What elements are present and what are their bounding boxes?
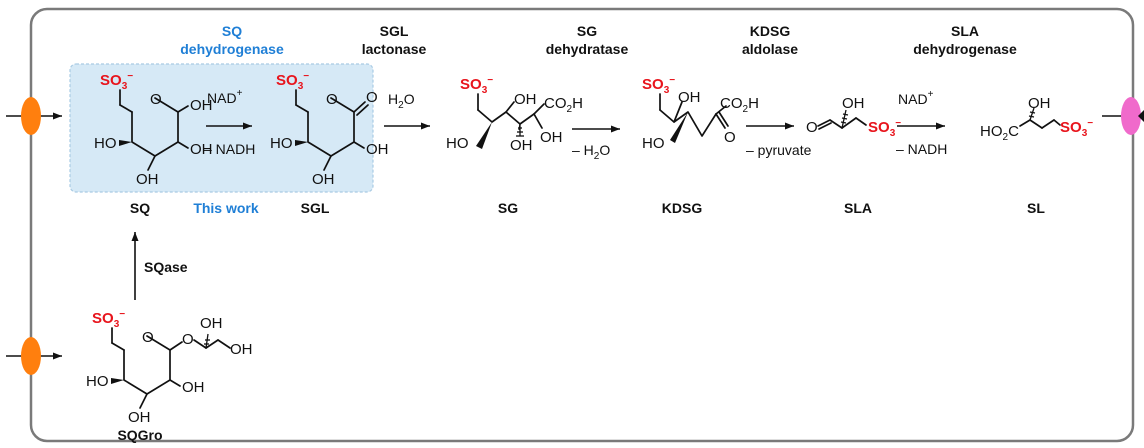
sgl-ho-c4: HO (270, 135, 293, 152)
sq-oh-anomeric: OH (190, 97, 213, 114)
sq-ho-c4: HO (94, 135, 117, 152)
sq-oh-c3: OH (136, 171, 159, 188)
sgl-carbonyl-oxygen: O (366, 89, 378, 106)
compound-sl: SL (1027, 200, 1045, 216)
compound-sg: SG (498, 200, 518, 216)
structure-sqgro: SO3− O O OH OH OH OH HO (86, 309, 253, 426)
enzyme-sgl-lactonase-line1: SGL (380, 23, 409, 39)
kdsg-carboxyl: CO2H (720, 95, 759, 115)
compound-sgl: SGL (301, 200, 330, 216)
enzyme-sla-dehydrogenase-line1: SLA (951, 23, 979, 39)
enzyme-sg-dehydratase-line1: SG (577, 23, 597, 39)
structure-sgl: SO3− O O OH OH HO (270, 71, 389, 188)
cond-h2o-in: H2O (388, 91, 415, 111)
sqgro-oh-c2: OH (182, 379, 205, 396)
sqgro-glycerol-terminal-oh: OH (230, 341, 253, 358)
sqgro-glycosidic-oxygen: O (182, 331, 194, 348)
cond-h2o-out: – H2O (572, 142, 610, 162)
cond-nad-2: NAD+ (898, 89, 934, 107)
structure-kdsg: SO3− OH CO2H O HO (642, 75, 759, 152)
compound-sla: SLA (844, 200, 872, 216)
sg-oh-c2: OH (540, 129, 563, 146)
sq-ring-oxygen: O (150, 91, 162, 108)
sl-sulfonate: SO3− (1060, 118, 1093, 139)
sl-ho2c: HO2C (980, 123, 1019, 143)
sqgro-import-transporter (6, 337, 62, 375)
cond-pyruvate-out: – pyruvate (746, 142, 812, 158)
sg-oh-bottom: OH (510, 137, 533, 154)
structure-sg: SO3− OH CO2H OH HO OH (446, 75, 583, 154)
enzyme-sg-dehydratase-line2: dehydratase (546, 41, 629, 57)
compound-sq: SQ (130, 200, 150, 216)
enzyme-sq-dehydrogenase-line1: SQ (222, 23, 242, 39)
sq-import-transporter (6, 97, 62, 135)
cond-nad-1: NAD+ (207, 88, 243, 106)
this-work-label: This work (193, 200, 259, 216)
sqgro-glycerol-oh: OH (200, 315, 223, 332)
sl-export-transporter (1102, 97, 1144, 135)
structure-sl: HO2C OH SO3− (980, 95, 1093, 143)
sgl-oh-c2: OH (366, 141, 389, 158)
sg-sulfonate: SO3− (460, 75, 493, 96)
sla-aldehyde-oxygen: O (806, 119, 818, 136)
sqgro-ring-oxygen: O (142, 329, 154, 346)
enzyme-sqase: SQase (144, 259, 188, 275)
sgl-oh-c3: OH (312, 171, 335, 188)
compound-sqgro: SQGro (117, 427, 162, 443)
sg-ho-left: HO (446, 135, 469, 152)
this-work-highlight (69, 63, 374, 193)
kdsg-sulfonate: SO3− (642, 75, 675, 96)
sqgro-ho-c4: HO (86, 373, 109, 390)
sla-sulfonate: SO3− (868, 118, 901, 139)
sgl-ring-oxygen: O (326, 91, 338, 108)
sla-oh: OH (842, 95, 865, 112)
sg-oh-top: OH (514, 91, 537, 108)
enzyme-sgl-lactonase-line2: lactonase (362, 41, 427, 57)
compound-kdsg: KDSG (662, 200, 703, 216)
cell-membrane (29, 7, 1135, 443)
structure-sla: O OH SO3− (806, 95, 901, 139)
sg-carboxyl: CO2H (544, 95, 583, 115)
sq-oh-c2: OH (190, 141, 213, 158)
enzyme-sla-dehydrogenase-line2: dehydrogenase (913, 41, 1017, 57)
sl-oh: OH (1028, 95, 1051, 112)
cond-nadh-2: – NADH (896, 141, 947, 157)
enzyme-kdsg-aldolase-line2: aldolase (742, 41, 798, 57)
cond-nadh-1: – NADH (204, 141, 255, 157)
enzyme-kdsg-aldolase-line1: KDSG (750, 23, 791, 39)
kdsg-keto-oxygen: O (724, 129, 736, 146)
sqgro-oh-c3: OH (128, 409, 151, 426)
enzyme-sq-dehydrogenase-line2: dehydrogenase (180, 41, 284, 57)
kdsg-oh-top: OH (678, 89, 701, 106)
kdsg-ho-left: HO (642, 135, 665, 152)
sqgro-sulfonate: SO3− (92, 309, 125, 330)
